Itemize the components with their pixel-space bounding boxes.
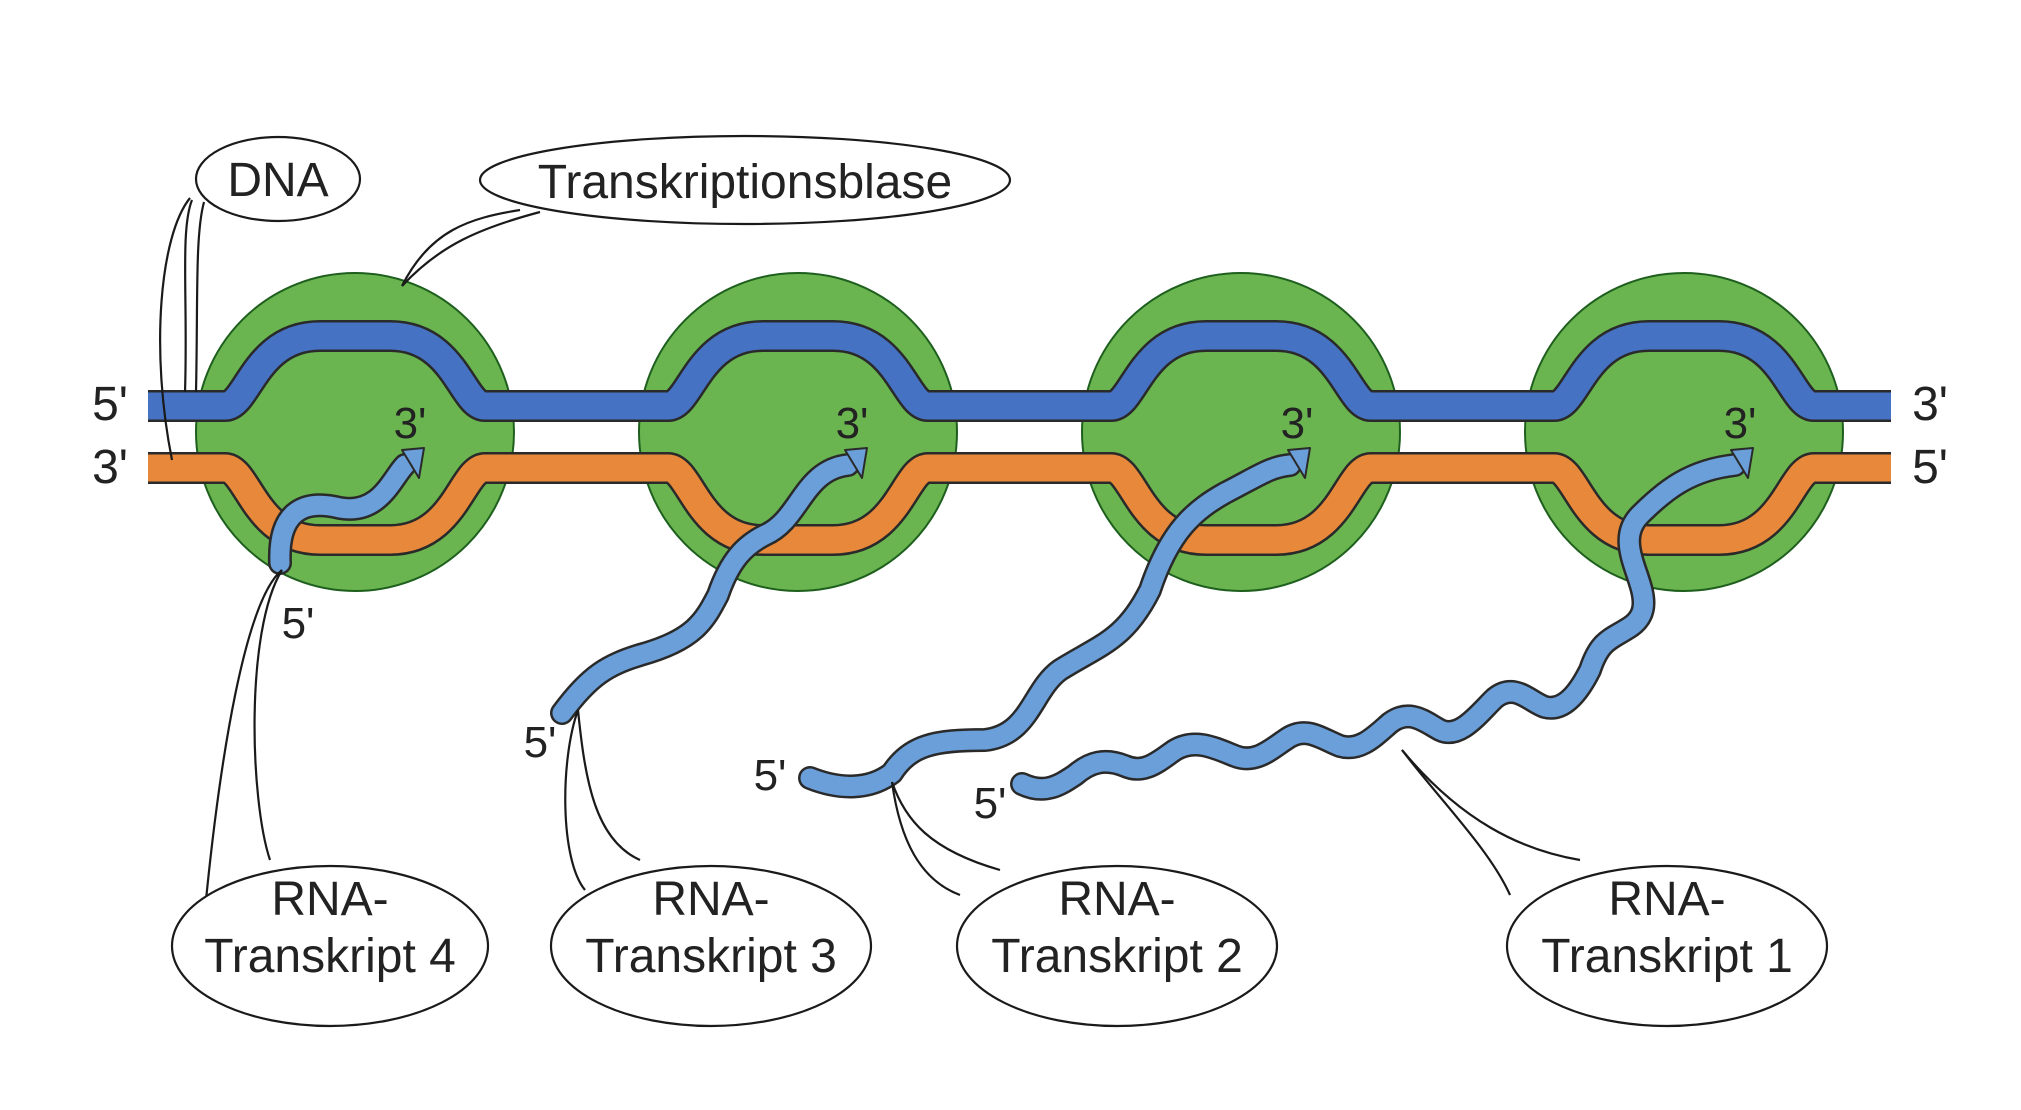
strand-end-top-left: 5' (92, 378, 128, 431)
transcript-2-label-line1: RNA- (1058, 873, 1175, 926)
transcript-1-leader (1401, 749, 1512, 896)
rna-transcript-1-arrowhead (1730, 447, 1754, 479)
transkriptionsblase-label: Transkriptionsblase (538, 156, 952, 209)
dna-leader-bottom (159, 197, 191, 461)
rna-transcript-1 (1012, 455, 1745, 799)
transcript-1-five-prime: 5' (974, 779, 1007, 828)
strand-end-bottom-left: 3' (92, 441, 128, 494)
transcript-3-callout-bubble (549, 864, 873, 1028)
transcript-3-five-prime: 5' (524, 718, 557, 767)
transcript-1-callout-bubble (1505, 864, 1829, 1028)
transcript-1-leader-2 (1401, 749, 1581, 862)
transcript-2-callout-bubble (955, 864, 1279, 1028)
rna-transcripts (267, 453, 1747, 801)
transcript-3-leader-2 (576, 709, 641, 862)
bubble-leader-2 (401, 210, 541, 287)
rna-arrowheads (401, 447, 1754, 479)
transcript-4-leader-2 (253, 569, 283, 861)
rna-transcript-4 (270, 455, 415, 573)
dna-double-strand (148, 320, 1891, 556)
dna-leader-top-2 (194, 201, 206, 393)
transcript-2-three-prime: 3' (1281, 399, 1314, 448)
transcript-2-five-prime: 5' (754, 751, 787, 800)
callout-leader-lines (159, 197, 1581, 901)
transcript-2-label-line2: Transkript 2 (991, 930, 1243, 983)
transcript-4-leader (204, 569, 283, 901)
transcript-4-three-prime: 3' (394, 399, 427, 448)
dna-top-strand (148, 322, 1891, 420)
transcript-1-three-prime: 3' (1724, 399, 1757, 448)
transcript-4-five-prime: 5' (282, 599, 315, 648)
rna-transcript-2 (800, 455, 1300, 796)
transcript-1-label-line2: Transkript 1 (1541, 930, 1793, 983)
rna-transcript-3-arrowhead (844, 447, 868, 479)
dna-bottom-strand (148, 454, 1891, 554)
callouts (170, 134, 1829, 1028)
transcript-4-label-line2: Transkript 4 (204, 930, 456, 983)
transcript-3-label-line2: Transkript 3 (585, 930, 837, 983)
transcript-1-label-line1: RNA- (1608, 873, 1725, 926)
transcript-3-three-prime: 3' (836, 399, 869, 448)
transcript-2-leader-2 (890, 781, 961, 897)
rna-transcript-2-arrowhead (1287, 447, 1311, 479)
dna-callout-bubble (194, 135, 362, 223)
rna-transcript-3 (552, 455, 858, 723)
rna-transcript-4-arrowhead (401, 447, 425, 479)
transcript-2-leader (890, 781, 1001, 872)
bubble-leader (401, 208, 521, 287)
transcript-3-label-line1: RNA- (652, 873, 769, 926)
strand-end-bottom-right: 5' (1912, 441, 1948, 494)
transcript-3-leader (564, 709, 586, 891)
transcript-4-label-line1: RNA- (271, 873, 388, 926)
dna-leader-top (183, 199, 194, 393)
transcription-bubbles (195, 272, 1844, 592)
strand-end-top-right: 3' (1912, 378, 1948, 431)
transcript-4-callout-bubble (170, 864, 490, 1028)
dna-label: DNA (227, 154, 328, 207)
transkriptionsblase-callout-bubble (478, 134, 1012, 226)
text-labels: DNA Transkriptionsblase 5' 3' 3' 5' 3' 3… (92, 154, 1948, 983)
